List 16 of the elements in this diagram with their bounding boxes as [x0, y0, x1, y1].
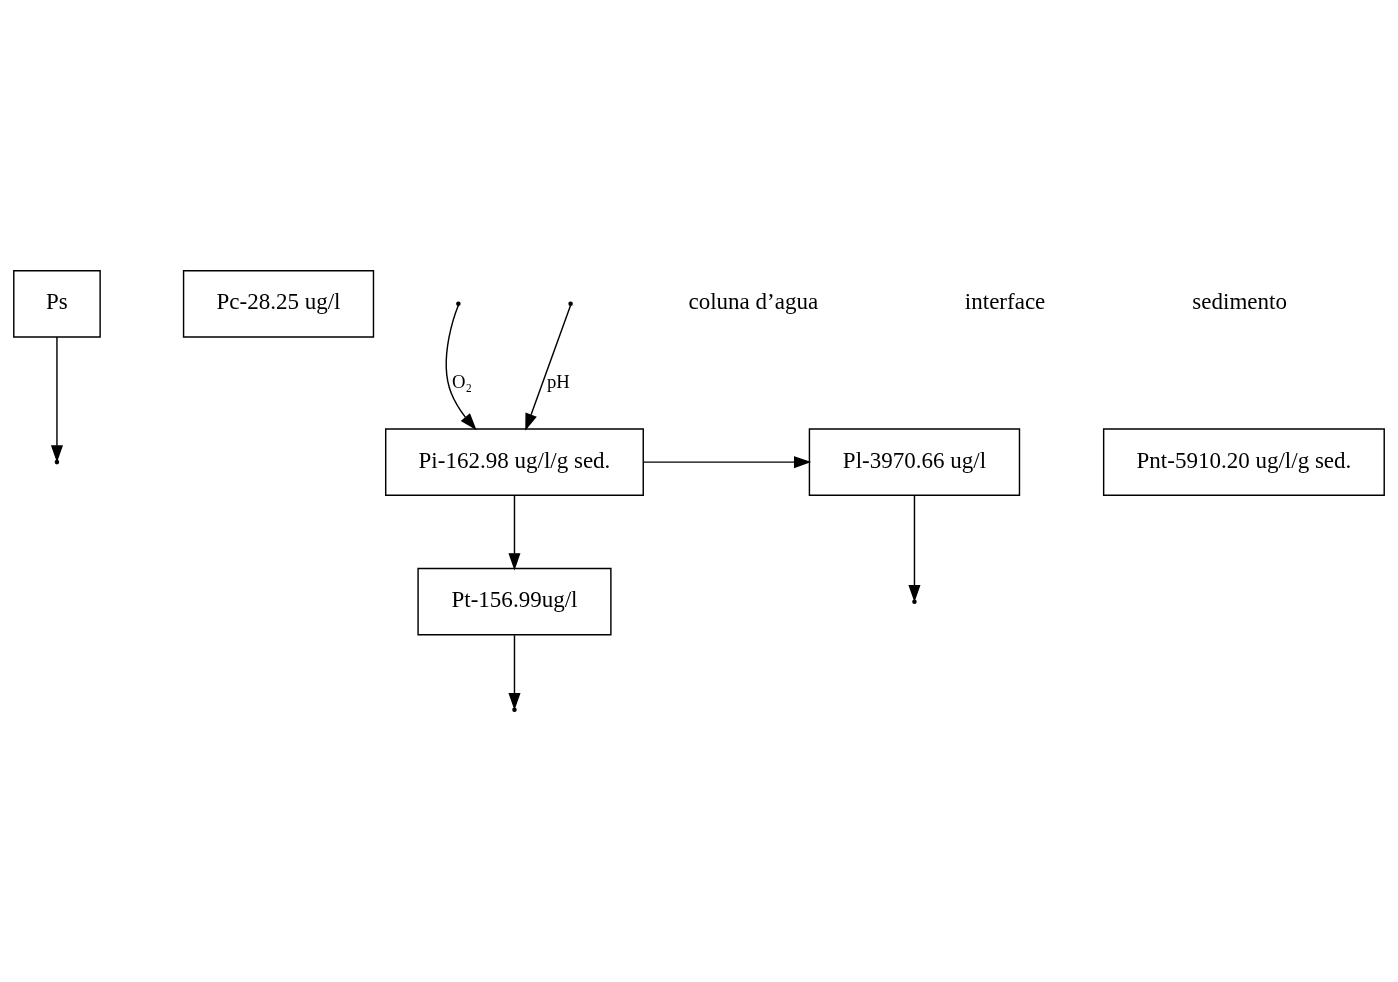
arrow [508, 494, 521, 571]
edge-label: pH [546, 370, 570, 392]
node-box: Ps [13, 270, 101, 338]
node-box: Pc-28.25 ug/l [182, 270, 375, 338]
node-box: Pnt-5910.20 ug/l/g sed. [1102, 428, 1385, 496]
edge-label: O₂ [451, 370, 472, 392]
node-box: Pl-3970.66 ug/l [808, 428, 1021, 496]
arrow [642, 456, 812, 469]
arrow [525, 305, 572, 431]
label: interface [964, 288, 1046, 315]
node-box: Pt-156.99ug/l [417, 567, 612, 636]
node-box: Pi-162.98 ug/l/g sed. [385, 428, 644, 496]
arrow [445, 304, 477, 431]
label: coluna d’agua [688, 288, 819, 315]
arrow [50, 336, 63, 463]
label: sedimento [1192, 288, 1287, 315]
